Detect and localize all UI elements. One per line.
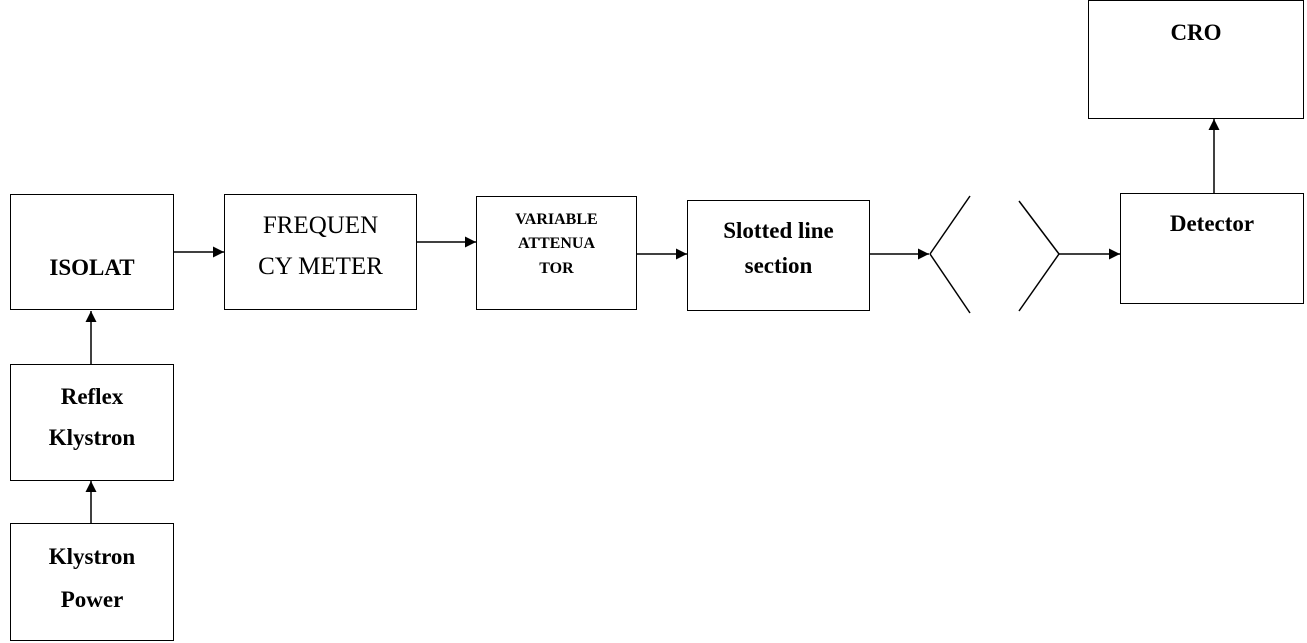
- isolator-block: ISOLAT: [10, 194, 174, 310]
- variable-attenuator-block: VARIABLE ATTENUA TOR: [476, 196, 637, 310]
- reflex-klystron-label-line-1: Reflex: [60, 384, 124, 409]
- cro-block: CRO: [1088, 0, 1304, 119]
- slotted-line-label-line-1: Slotted line: [723, 218, 834, 243]
- detector-label: Detector: [1169, 211, 1255, 236]
- isolator-label: ISOLAT: [49, 255, 135, 280]
- attenuator-label-line-1: VARIABLE: [515, 211, 598, 228]
- receive-horn-antenna-icon: [1018, 200, 1060, 312]
- frequency-meter-label-line-1: FREQUEN: [262, 212, 379, 239]
- detector-block: Detector: [1120, 193, 1304, 304]
- klystron-power-block: Klystron Power: [10, 523, 174, 641]
- klystron-power-label-line-2: Power: [60, 587, 124, 612]
- transmit-horn-antenna-icon: [929, 195, 971, 314]
- slotted-line-block: Slotted line section: [687, 200, 870, 311]
- frequency-meter-block: FREQUEN CY METER: [224, 194, 417, 310]
- cro-label: CRO: [1170, 20, 1222, 45]
- frequency-meter-label-line-2: CY METER: [258, 253, 383, 280]
- attenuator-label-line-3: TOR: [539, 260, 574, 277]
- reflex-klystron-block: Reflex Klystron: [10, 364, 174, 481]
- reflex-klystron-label-line-2: Klystron: [48, 425, 136, 450]
- klystron-power-label-line-1: Klystron: [48, 544, 136, 569]
- attenuator-label-line-2: ATTENUA: [517, 235, 596, 252]
- slotted-line-label-line-2: section: [744, 253, 813, 278]
